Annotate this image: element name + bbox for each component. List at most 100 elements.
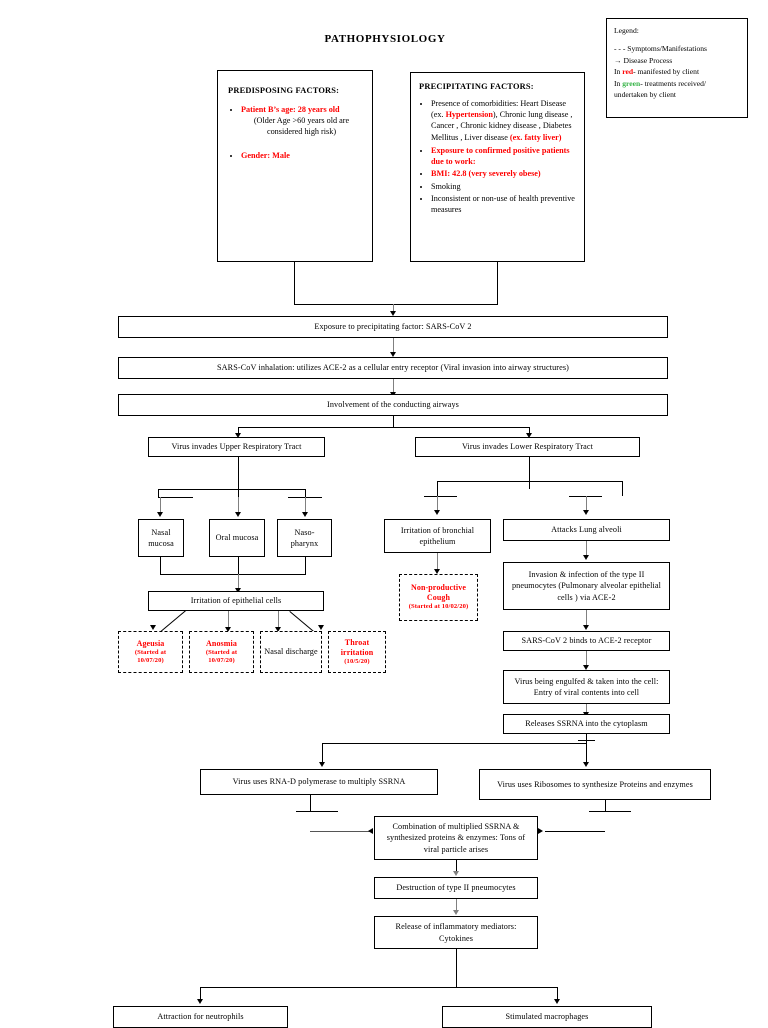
arrow-head xyxy=(583,665,589,670)
symptom-name: Nasal discharge xyxy=(264,646,318,656)
box-binds-ace2: SARS-CoV 2 binds to ACE-2 receptor xyxy=(503,631,670,651)
arrow-head xyxy=(235,588,241,593)
predisposing-item-1-text: Gender: Male xyxy=(241,150,290,160)
arrow-head xyxy=(390,311,396,316)
precipitating-item-0-line1: Heart Disease (ex. xyxy=(431,98,567,119)
arrow-head xyxy=(583,510,589,515)
connector-line xyxy=(310,795,311,812)
connector-line xyxy=(238,427,239,436)
connector-line xyxy=(497,262,498,305)
box-destruction-pneumocytes: Destruction of type II pneumocytes xyxy=(374,877,538,899)
symptom-box-cough: Non-productive Cough (Started at 10/02/2… xyxy=(399,574,478,621)
arrow-head xyxy=(583,625,589,630)
precipitating-item-2-text: BMI: 42.8 (very severely obese) xyxy=(431,169,541,179)
connector-line xyxy=(158,489,305,490)
arrow-head xyxy=(583,762,589,767)
connector-line xyxy=(424,496,457,497)
legend-heading: Legend: xyxy=(614,26,639,35)
arrow-head xyxy=(453,910,459,915)
connector-line xyxy=(456,949,457,988)
precipitating-item-0-red1: Hypertension xyxy=(445,109,493,119)
arrow-head xyxy=(434,510,440,515)
arrow-head xyxy=(453,871,459,876)
box-bronchial-epithelium: Irritation of bronchial epithelium xyxy=(384,519,491,553)
box-lung-alveoli: Attacks Lung alveoli xyxy=(503,519,670,541)
arrow-head xyxy=(235,512,241,517)
box-releases-ssrna: Releases SSRNA into the cytoplasm xyxy=(503,714,670,734)
symptom-date: (Started at 10/02/20) xyxy=(408,603,469,611)
arrow-head xyxy=(554,999,560,1004)
predisposing-heading: PREDISPOSING FACTORS: xyxy=(228,86,340,95)
box-combination-viral-particle: Combination of multiplied SSRNA & synthe… xyxy=(374,816,538,860)
connector-line xyxy=(322,743,587,744)
arrow-head xyxy=(275,627,281,632)
connector-line xyxy=(158,497,193,498)
connector-line xyxy=(586,496,587,512)
legend-row-red: In red- manifested by client xyxy=(614,67,700,77)
connector-line xyxy=(160,574,306,575)
connector-line xyxy=(158,489,159,497)
connector-line xyxy=(200,987,558,988)
precipitating-item-3-text: Smoking xyxy=(431,181,461,191)
connector-line xyxy=(622,481,623,496)
symptom-box-throat-irritation: Throat irritation (10/5/20) xyxy=(328,631,386,673)
connector-line xyxy=(393,338,394,354)
box-stimulated-macrophages: Stimulated macrophages xyxy=(442,1006,652,1028)
connector-line xyxy=(228,611,229,629)
box-oral-mucosa: Oral mucosa xyxy=(209,519,265,557)
connector-line xyxy=(305,497,306,514)
connector-line xyxy=(437,481,623,482)
symptom-name: Throat irritation xyxy=(340,637,374,657)
arrow-head xyxy=(157,512,163,517)
symptom-name: Non-productive Cough xyxy=(410,583,467,603)
box-nasopharynx: Naso- pharynx xyxy=(277,519,332,557)
predisposing-factors-box: PREDISPOSING FACTORS: Patient B’s age: 2… xyxy=(217,70,373,262)
connector-line xyxy=(586,743,587,764)
arrow-head xyxy=(368,828,373,834)
connector-line xyxy=(238,457,239,509)
precipitating-heading: PRECIPITATING FACTORS: xyxy=(419,82,534,91)
precipitating-item-0-red2: (ex. fatty liver) xyxy=(509,132,562,142)
connector-line xyxy=(393,416,394,428)
box-invasion-pneumocytes: Invasion & infection of the type II pneu… xyxy=(503,562,670,610)
box-cytokines: Release of inflammatory mediators: Cytok… xyxy=(374,916,538,949)
connector-line xyxy=(238,427,529,428)
connector-line xyxy=(294,262,295,305)
connector-line xyxy=(238,497,239,514)
page-title: PATHOPHYSIOLOGY xyxy=(324,33,446,45)
arrow-head xyxy=(302,512,308,517)
connector-line xyxy=(437,481,438,496)
arrow-head xyxy=(526,433,532,438)
box-ribosomes: Virus uses Ribosomes to synthesize Prote… xyxy=(479,769,711,800)
legend-red-word: red xyxy=(622,67,634,77)
connector-line xyxy=(586,541,587,557)
box-nasal-mucosa: Nasal mucosa xyxy=(138,519,184,557)
predisposing-list: Patient B’s age: 28 years old (Older Age… xyxy=(228,104,362,161)
connector-line xyxy=(545,831,605,832)
predisposing-item-0-sub: (Older Age >60 years old are considered … xyxy=(253,115,350,137)
box-upper-respiratory-tract: Virus invades Upper Respiratory Tract xyxy=(148,437,325,457)
connector-line xyxy=(456,860,457,874)
box-inhalation: SARS-CoV inhalation: utilizes ACE-2 as a… xyxy=(118,357,668,379)
connector-line xyxy=(310,831,370,832)
box-irritation-epithelial-cells: Irritation of epithelial cells xyxy=(148,591,324,611)
symptom-box-anosmia: Anosmia (Started at 10/07/20) xyxy=(189,631,254,673)
connector-line xyxy=(586,704,587,715)
connector-line xyxy=(529,457,530,489)
connector-line xyxy=(437,496,438,512)
list-item: Gender: Male xyxy=(241,150,362,161)
connector-line xyxy=(305,557,306,575)
connector-line xyxy=(557,987,558,1001)
precipitating-item-1-text: Exposure to confirmed positive patients … xyxy=(431,145,570,167)
symptom-date: (Started at 10/07/20) xyxy=(205,648,238,664)
connector-line xyxy=(529,427,530,436)
symptom-date: (Started at 10/07/20) xyxy=(134,648,167,664)
symptom-name: Anosmia xyxy=(206,638,237,648)
box-virus-engulfed: Virus being engulfed & taken into the ce… xyxy=(503,670,670,704)
legend-row-green: In green- treatments received/ xyxy=(614,78,707,88)
legend-row-symptoms: - - - Symptoms/Manifestations xyxy=(614,44,708,54)
legend-row-green2: undertaken by client xyxy=(614,89,676,99)
connector-line xyxy=(160,497,161,514)
connector-line xyxy=(586,734,587,743)
connector-line xyxy=(305,489,306,497)
